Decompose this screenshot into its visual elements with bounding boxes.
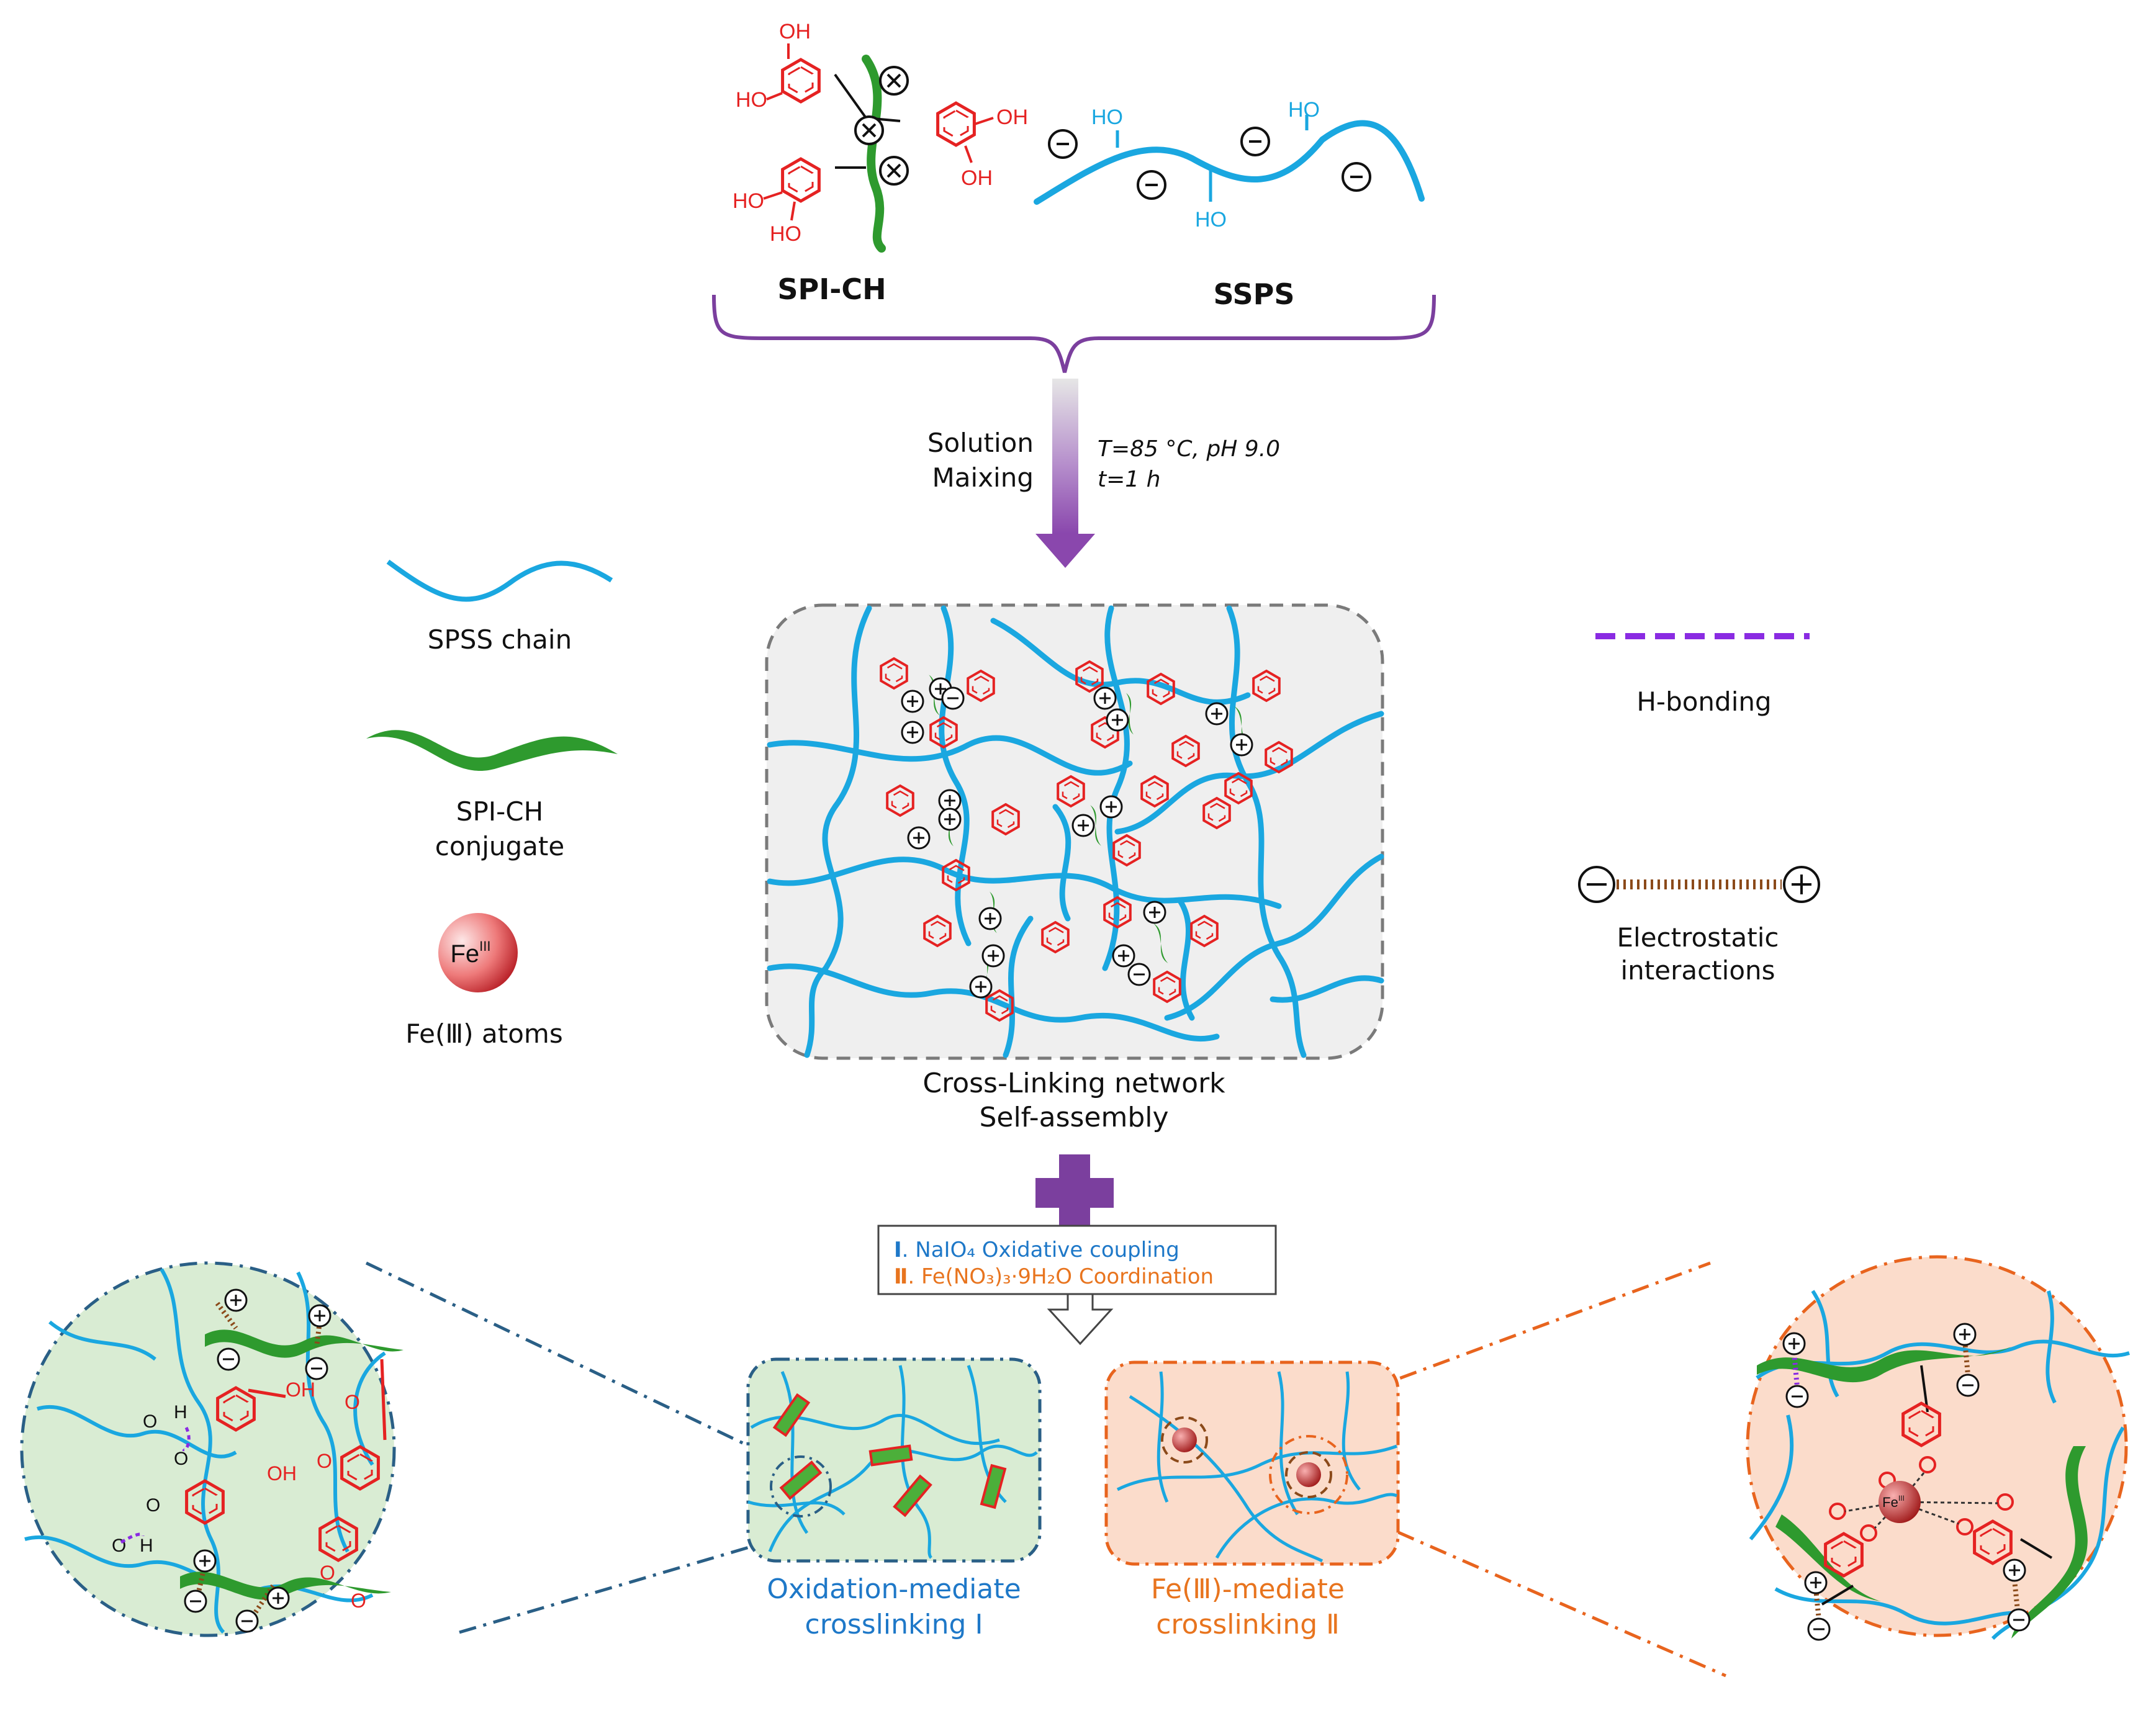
cation-charge-icon	[879, 156, 909, 186]
crosslinking-network-panel	[765, 603, 1384, 1060]
fe-symbol: FeIII	[1882, 1494, 1905, 1510]
oxidation-crosslinking-caption: crosslinking Ⅰ	[805, 1609, 983, 1640]
oxidation-detail-circle: OH OH O O O O O H O O O H	[20, 1261, 404, 1637]
legend-fe-atoms-label: Fe(Ⅲ) atoms	[405, 1018, 562, 1049]
purple-plus-icon	[1035, 1154, 1114, 1231]
legend-electrostatic-label: Electrostatic	[1617, 922, 1779, 953]
hydroxyl-label: OH	[996, 106, 1028, 129]
spi-ch-label: SPI-CH	[777, 272, 886, 306]
hydroxyl-label: OH	[286, 1378, 315, 1401]
process-condition-right: t=1 h	[1098, 467, 1160, 492]
process-arrow	[1035, 379, 1095, 568]
method-2-numeral: Ⅱ	[894, 1264, 908, 1289]
oxygen-label: O	[143, 1411, 157, 1432]
method-1-numeral: Ⅰ	[894, 1238, 902, 1262]
network-caption: Cross-Linking network	[922, 1068, 1225, 1099]
hydroxyl-label: OH	[779, 20, 811, 43]
anion-charge-icon	[1240, 127, 1270, 156]
hydroxyl-label: HO	[1288, 98, 1320, 122]
zoom-connector-lines	[365, 1261, 1727, 1678]
process-condition-right: T=85 °C, pH 9.0	[1098, 436, 1280, 462]
carbonyl-label: O	[317, 1450, 332, 1472]
network-caption: Self-assembly	[979, 1102, 1168, 1133]
legend-electrostatic-label: interactions	[1620, 955, 1775, 986]
hydrogen-label: H	[174, 1402, 187, 1423]
oxygen-label: O	[174, 1449, 188, 1469]
ssps-chain: HO HO HO	[1034, 98, 1425, 232]
anion-charge-icon	[1137, 170, 1166, 200]
ssps-label: SSPS	[1213, 277, 1294, 311]
process-condition-left: Solution	[927, 428, 1034, 458]
fe-crosslinking-caption: Fe(Ⅲ)-mediate	[1151, 1573, 1345, 1605]
methods-box	[877, 1225, 1277, 1346]
oxygen-label: O	[146, 1495, 160, 1516]
legend-spss-chain-label: SPSS chain	[428, 624, 572, 655]
oxygen-label: O	[112, 1535, 126, 1556]
hydroxyl-label: HO	[1091, 106, 1123, 129]
hydroxyl-label: HO	[1195, 208, 1227, 232]
legend-spss-chain-swatch	[386, 559, 613, 602]
method-1: Ⅰ. NaIO₄ Oxidative coupling	[894, 1238, 1179, 1262]
fe-crosslinking-caption: crosslinking Ⅱ	[1156, 1609, 1340, 1640]
grouping-bracket	[712, 294, 1436, 373]
legend-h-bonding-label: H-bonding	[1636, 686, 1771, 717]
carbonyl-label: O	[351, 1589, 366, 1612]
legend-spi-ch-label: conjugate	[435, 831, 564, 861]
legend-fe-atom-icon	[438, 913, 518, 992]
fe-crosslinking-panel	[1104, 1360, 1400, 1566]
oxidation-crosslinking-panel	[746, 1357, 1042, 1563]
method-1-text: . NaIO₄ Oxidative coupling	[902, 1238, 1179, 1262]
method-2: Ⅱ. Fe(NO₃)₃·9H₂O Coordination	[894, 1264, 1214, 1289]
hydroxyl-label: HO	[733, 189, 764, 213]
anion-charge-icon	[1342, 162, 1371, 192]
carbonyl-label: O	[320, 1562, 335, 1584]
carbonyl-label: O	[345, 1391, 360, 1413]
cation-charge-icon	[879, 66, 909, 96]
fe-coordination-detail-circle: FeIII	[1746, 1255, 2130, 1641]
hydroxyl-label: HO	[770, 222, 801, 246]
legend-fe-symbol: FeIII	[450, 938, 490, 968]
process-condition-left: Maixing	[932, 462, 1034, 493]
legend-electrostatic-swatch	[1578, 866, 1820, 903]
legend-spi-ch-swatch	[366, 730, 618, 771]
hydroxyl-label: OH	[267, 1462, 297, 1485]
oxidation-crosslinking-caption: Oxidation-mediate	[767, 1573, 1021, 1605]
legend-spi-ch-label: SPI-CH	[456, 796, 543, 827]
spi-ch-molecule: OH HO OH OH HO HO	[733, 20, 1028, 253]
method-2-text: . Fe(NO₃)₃·9H₂O Coordination	[908, 1264, 1214, 1289]
hydrogen-label: H	[140, 1535, 153, 1556]
hydroxyl-label: OH	[961, 166, 993, 190]
hydroxyl-label: HO	[736, 88, 767, 112]
cation-charge-icon	[854, 115, 884, 145]
anion-charge-icon	[1048, 129, 1078, 159]
